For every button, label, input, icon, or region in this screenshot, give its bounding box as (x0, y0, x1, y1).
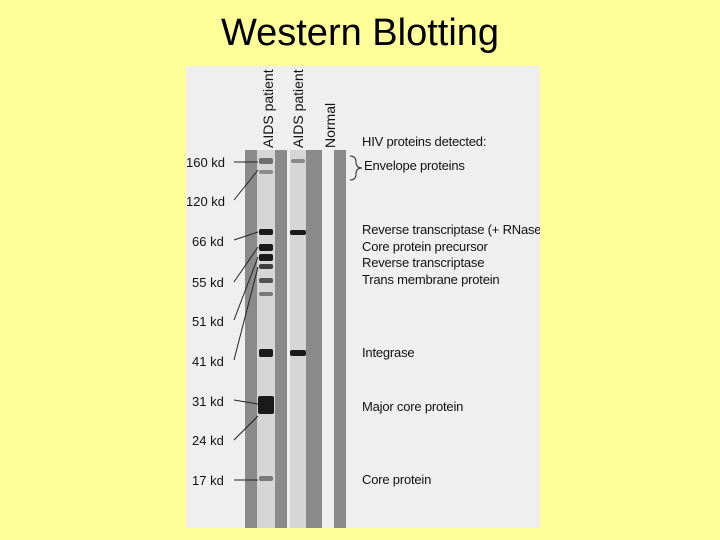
protein-label: Core protein (362, 472, 432, 487)
protein-label: Reverse transcriptase (362, 255, 485, 270)
marker-label: 31 kd (192, 394, 224, 409)
protein-label: Trans membrane protein (362, 272, 500, 287)
protein-label: Major core protein (362, 399, 464, 414)
marker-label: 24 kd (192, 433, 224, 448)
lane-2-band (290, 230, 306, 235)
protein-label: Envelope proteins (364, 158, 465, 173)
lane-1-band (259, 264, 273, 269)
marker-label: 66 kd (192, 234, 224, 249)
lane-3-strip (334, 150, 346, 528)
lane-1-band (259, 170, 273, 174)
protein-label: Integrase (362, 345, 415, 360)
lane-1-band (259, 349, 273, 357)
marker-label: 51 kd (192, 314, 224, 329)
western-blot-figure: AIDS patient AIDS patient Normal 160 kd … (186, 66, 540, 528)
lane-1-band (259, 158, 273, 164)
proteins-header: HIV proteins detected: (362, 134, 487, 149)
lane-1-band (258, 396, 274, 414)
protein-label: Core protein precursor (362, 239, 488, 254)
lane-1-band (259, 292, 273, 296)
lane-1-band (259, 229, 273, 235)
marker-label: 120 kd (186, 194, 226, 209)
slide-title: Western Blotting (220, 12, 500, 54)
lane-1-band (259, 244, 273, 251)
leader-lines (233, 155, 363, 481)
lane-2-band (291, 159, 305, 163)
lane-2-band (290, 350, 306, 356)
protein-label: Reverse transcriptase (+ RNase) (362, 222, 540, 237)
marker-label: 160 kd (186, 155, 226, 170)
lane-1-band (259, 278, 273, 283)
lane-1-band (259, 254, 273, 261)
marker-label: 41 kd (192, 354, 224, 369)
marker-label: 55 kd (192, 275, 224, 290)
lane-2-track (290, 150, 306, 528)
lane-1-band (259, 476, 273, 481)
marker-label: 17 kd (192, 473, 224, 488)
